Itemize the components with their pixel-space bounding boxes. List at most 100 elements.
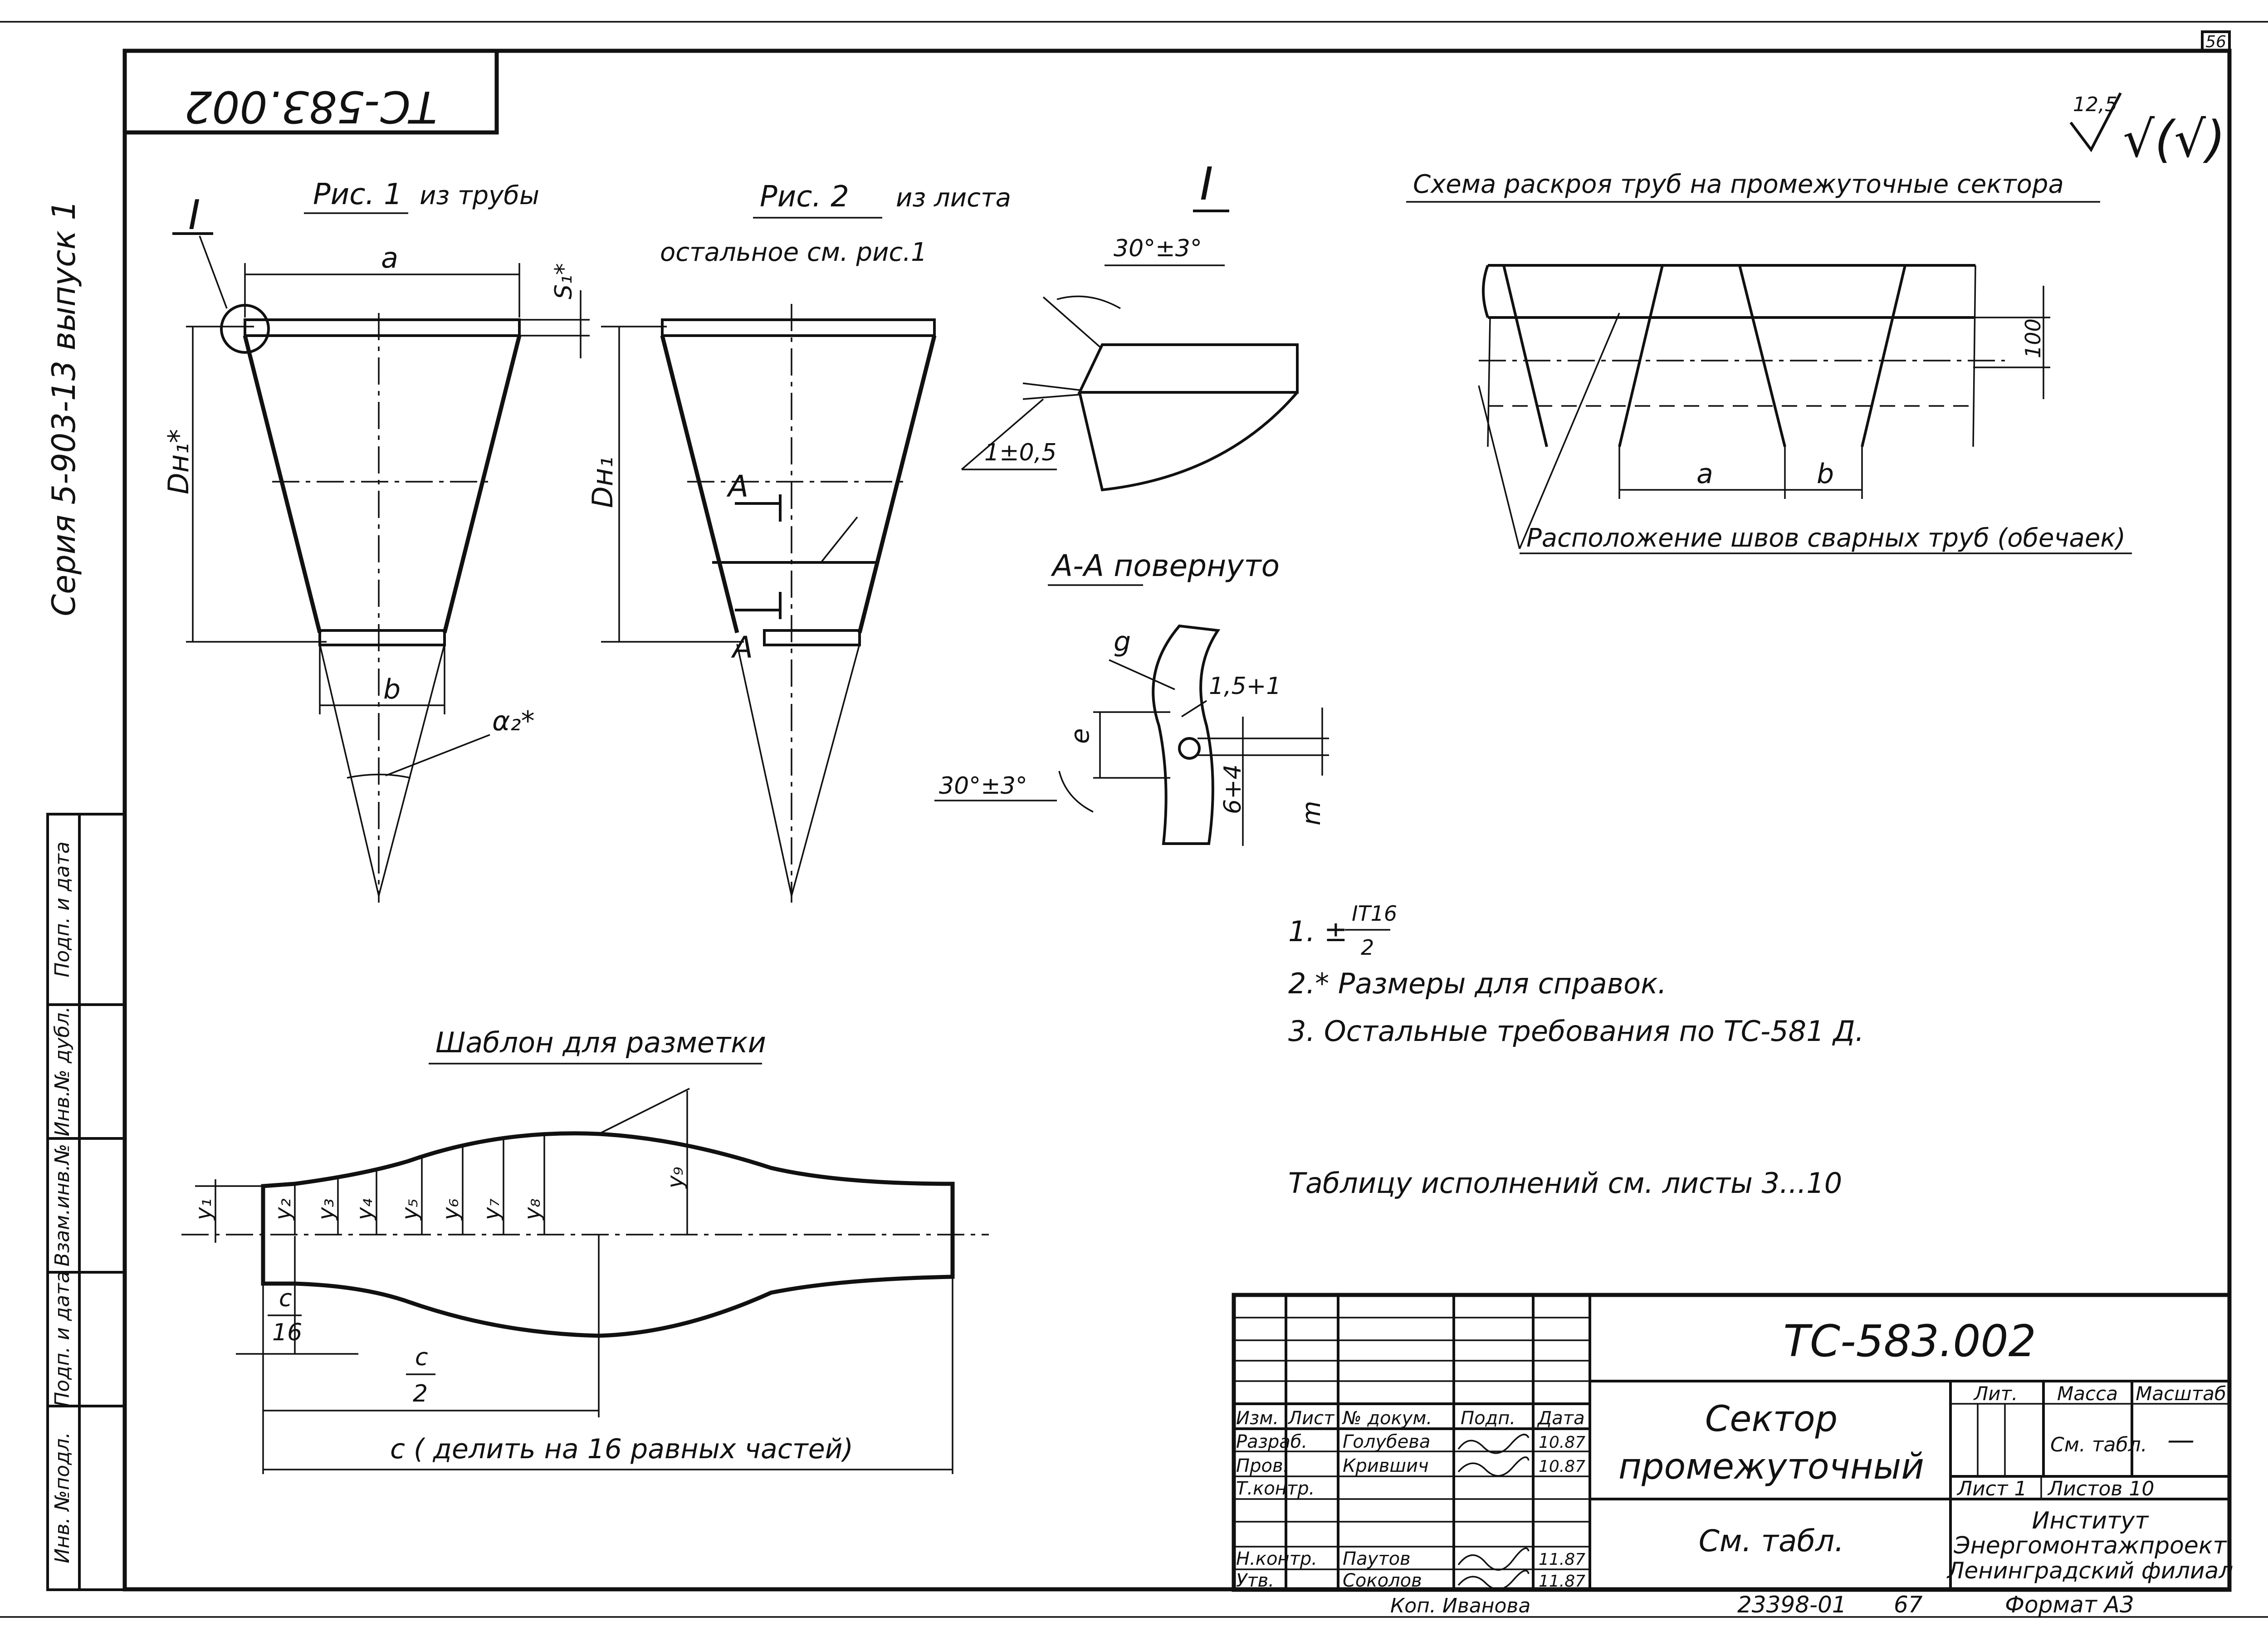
tb-lit: Лит. — [1973, 1382, 2018, 1405]
template-y9: y₉ — [663, 1167, 688, 1189]
signature-2 — [1457, 1456, 1530, 1477]
tb-row2-name: Крившич — [1343, 1455, 1429, 1476]
section-e: e — [1066, 728, 1095, 744]
template-y4: y₄ — [352, 1198, 377, 1221]
table-reference: Таблицу исполнений см. листы 3...10 — [1288, 1167, 1842, 1200]
tb-col-date: Дата — [1537, 1408, 1585, 1429]
strip-cell-5: Инв. №подл. — [51, 1432, 74, 1563]
tb-row1-date: 10.87 — [1539, 1433, 1585, 1452]
tb-name-1: Сектор — [1705, 1399, 1838, 1440]
tb-row6-name: Соколов — [1343, 1570, 1422, 1591]
tb-row6-date: 11.87 — [1539, 1572, 1585, 1591]
sheet-number: 56 — [2205, 33, 2226, 51]
strip-cell-4: Подп. и дата — [51, 1271, 74, 1407]
notes: 1. ± IT16 2 2.* Размеры для справок. 3. … — [1288, 901, 1864, 1200]
tb-col-sign: Подп. — [1461, 1408, 1515, 1429]
tb-row2-role: Пров. — [1236, 1455, 1289, 1476]
footer: Коп. Иванова 23398-01 67 Формат А3 — [1390, 1592, 2134, 1618]
footer-format: Формат А3 — [2005, 1592, 2134, 1618]
figure-1: Рис. 1 из трубы I a S₁* Dн₁* — [162, 178, 590, 903]
tb-col-doc: № докум. — [1342, 1408, 1432, 1429]
roughness-symbol: 12,5 √(√) — [2069, 92, 2225, 168]
template-c16-num: c — [279, 1285, 292, 1312]
detail1-marker: I — [1200, 157, 1213, 210]
template-title: Шаблон для разметки — [435, 1026, 766, 1059]
signature-1 — [1457, 1434, 1530, 1454]
stamp-code: ТС-583.002 — [184, 81, 437, 132]
tb-org-2: Энергомонтажпроект — [1954, 1532, 2228, 1559]
template-c2-den: 2 — [413, 1380, 428, 1407]
signature-3 — [1457, 1547, 1530, 1571]
template-y5: y₅ — [397, 1198, 423, 1221]
fig1-alpha: α₂* — [492, 705, 535, 737]
note-3: 3. Остальные требования по ТС-581 Д. — [1288, 1015, 1864, 1048]
fig1-subtitle: из трубы — [420, 181, 539, 210]
strip-cell-2: Инв.№ дубл. — [51, 1006, 74, 1136]
signature-4 — [1457, 1570, 1530, 1590]
section-aa-title: А-А повернуто — [1051, 548, 1280, 583]
template-y3: y₃ — [313, 1198, 339, 1221]
fig1-dim-b: b — [383, 674, 401, 705]
scheme-title: Схема раскроя труб на промежуточные сект… — [1413, 170, 2064, 199]
fig2-subtitle: из листа — [896, 183, 1011, 213]
tb-org-1: Институт — [2032, 1507, 2150, 1534]
tb-org-3: Ленинградский филиал — [1946, 1558, 2233, 1584]
fig2-note: остальное см. рис.1 — [660, 238, 927, 267]
cutting-scheme: Схема раскроя труб на промежуточные сект… — [1406, 170, 2132, 554]
fig1-title: Рис. 1 — [313, 178, 402, 211]
stamp-box: ТС-583.002 — [122, 49, 499, 135]
tb-sheet: Лист 1 — [1956, 1477, 2027, 1500]
scheme-label: Расположение швов сварных труб (обечаек) — [1526, 523, 2126, 553]
tb-row3-role: Т.контр. — [1236, 1478, 1315, 1499]
tb-material: См. табл. — [1699, 1524, 1844, 1558]
section-m: m — [1297, 801, 1326, 825]
tb-row6-role: Утв. — [1236, 1570, 1274, 1591]
fig1-marker: I — [188, 191, 200, 239]
detail1-angle: 30°±3° — [1114, 235, 1202, 262]
note-1-num: IT16 — [1352, 901, 1397, 926]
detail-1: I 30°±3° 1±0,5 — [961, 157, 1299, 492]
note-1-prefix: 1. ± — [1288, 915, 1348, 948]
fig2-section-top: A — [726, 469, 748, 504]
tb-scale-value: — — [2167, 1424, 2195, 1456]
fig2-title: Рис. 2 — [760, 180, 849, 214]
template-y1: y₁ — [191, 1198, 216, 1221]
template-y2: y₂ — [270, 1198, 296, 1221]
tb-scale: Масштаб — [2136, 1382, 2226, 1405]
fig1-dim-s: S₁* — [550, 263, 577, 299]
footer-copied: Коп. Иванова — [1390, 1594, 1530, 1617]
tb-col-list: Лист — [1287, 1408, 1335, 1429]
footer-number: 23398-01 — [1737, 1592, 1847, 1618]
figure-2: Рис. 2 из листа остальное см. рис.1 A A … — [586, 180, 1011, 903]
template-y8: y₈ — [520, 1198, 545, 1221]
detail1-dim: 1±0,5 — [984, 439, 1056, 466]
template-c-full: c ( делить на 16 равных частей) — [390, 1433, 853, 1465]
footer-page: 67 — [1894, 1592, 1923, 1618]
section-g: g — [1114, 626, 1131, 658]
fig2-dim-dn: Dн₁ — [586, 457, 619, 508]
fig1-dim-dn: Dн₁* — [162, 429, 195, 494]
template-c2-num: c — [415, 1344, 428, 1371]
tb-name-2: промежуточный — [1618, 1446, 1924, 1487]
template-y6: y₆ — [438, 1198, 464, 1221]
tb-col-izm: Изм. — [1236, 1408, 1279, 1429]
tb-row1-name: Голубева — [1343, 1431, 1430, 1452]
tb-code: ТС-583.002 — [1783, 1316, 2036, 1367]
template-y7: y₇ — [479, 1198, 504, 1221]
tb-row5-date: 11.87 — [1539, 1550, 1585, 1569]
title-block: ТС-583.002 Сектор промежуточный См. табл… — [1232, 1293, 2233, 1592]
strip-cell-1: Подп. и дата — [51, 841, 74, 977]
template-c16-den: 16 — [272, 1319, 302, 1346]
tb-row1-role: Разраб. — [1236, 1431, 1307, 1452]
note-1-den: 2 — [1361, 935, 1374, 960]
section-angle: 30°±3° — [939, 772, 1027, 800]
scheme-dim-a: a — [1696, 458, 1713, 490]
tb-row5-role: Н.контр. — [1236, 1548, 1317, 1569]
note-2: 2.* Размеры для справок. — [1288, 967, 1667, 1000]
tb-mass: Масса — [2057, 1382, 2118, 1405]
fig1-dim-a: a — [381, 241, 398, 274]
tb-row2-date: 10.87 — [1539, 1457, 1585, 1476]
tb-mass-value: См. табл. — [2050, 1433, 2147, 1456]
fig2-section-bottom: A — [731, 630, 753, 665]
